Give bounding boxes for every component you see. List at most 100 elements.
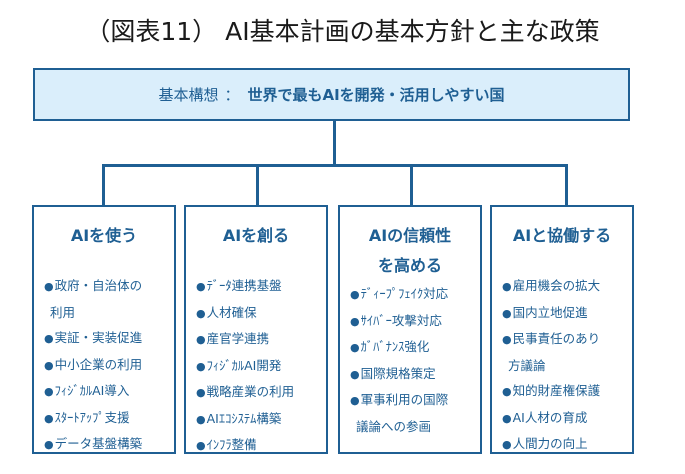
- bullet-icon: ●: [502, 438, 512, 451]
- policy-item-text: 議論への参画: [356, 418, 432, 434]
- policy-item-text: データ基盤構築: [54, 436, 143, 451]
- policy-item-text: ﾃﾞｰﾀ連携基盤: [206, 278, 282, 293]
- policy-item: ●ﾃﾞｰﾀ連携基盤: [196, 273, 326, 300]
- policy-item-text: 実証・実装促進: [54, 330, 143, 345]
- policy-item: ●ﾌｨｼﾞｶﾙAI開発: [196, 353, 326, 380]
- policy-item: ●中小企業の利用: [44, 352, 174, 379]
- policy-item: ●国内立地促進: [502, 300, 632, 327]
- policy-list: ●ﾃﾞｰﾀ連携基盤●人材確保●産官学連携●ﾌｨｼﾞｶﾙAI開発●戦略産業の利用●…: [186, 273, 326, 459]
- figure-title: （図表11） AI基本計画の基本方針と主な政策: [85, 17, 600, 46]
- policy-item: ●AI人材の育成: [502, 405, 632, 432]
- policy-item-text: ﾌｨｼﾞｶﾙAI導入: [54, 383, 130, 398]
- policy-item: ●実証・実装促進: [44, 325, 174, 352]
- bullet-icon: ●: [44, 385, 54, 398]
- column-title-line: AIを使う: [70, 226, 138, 245]
- bullet-icon: ●: [350, 288, 360, 301]
- policy-item: ●データ基盤構築: [44, 431, 174, 458]
- column-title-line: AIを創る: [222, 226, 290, 245]
- policy-item: ●ｲﾝﾌﾗ整備: [196, 432, 326, 459]
- policy-item: ●ｽﾀｰﾄｱｯﾌﾟ支援: [44, 405, 174, 432]
- policy-item: ●知的財産権保護: [502, 378, 632, 405]
- policy-item-text: 政府・自治体の: [54, 278, 143, 293]
- bullet-icon: ●: [502, 333, 512, 346]
- basic-vision-box: 基本構想 ： 世界で最もAIを開発・活用しやすい国: [33, 68, 630, 121]
- policy-item-text: 民事責任のあり: [512, 331, 601, 346]
- policy-item: ●人材確保: [196, 300, 326, 327]
- connector-drop-3: [410, 164, 413, 206]
- bullet-icon: ●: [502, 306, 512, 320]
- policy-item-text: 中小企業の利用: [54, 356, 143, 372]
- column-title: AIを使う: [34, 221, 174, 251]
- policy-trust-ai-box: AIの信頼性を高める●ﾃﾞｨｰﾌﾟﾌｪｲｸ対応●ｻｲﾊﾞｰ攻撃対応●ｶﾞﾊﾞﾅﾝ…: [338, 205, 482, 454]
- policy-item-text: ｲﾝﾌﾗ整備: [206, 437, 257, 452]
- column-title: AIと協働する: [492, 221, 632, 251]
- bullet-icon: ●: [196, 359, 206, 373]
- policy-item-continuation: 議論への参画: [350, 414, 480, 440]
- column-title-line: AIと協働する: [512, 226, 612, 245]
- bullet-icon: ●: [196, 412, 206, 426]
- policy-item-text: 国際規格策定: [360, 365, 436, 381]
- vision-label: 基本構想: [158, 86, 219, 104]
- policy-item-text: ﾃﾞｨｰﾌﾟﾌｪｲｸ対応: [360, 286, 449, 301]
- bullet-icon: ●: [502, 411, 512, 425]
- policy-item-text: 国内立地促進: [512, 304, 588, 320]
- policy-item: ●ﾃﾞｨｰﾌﾟﾌｪｲｸ対応: [350, 281, 480, 308]
- column-title: AIを創る: [186, 221, 326, 251]
- policy-item: ●ｻｲﾊﾞｰ攻撃対応: [350, 308, 480, 335]
- policy-item-text: ｽﾀｰﾄｱｯﾌﾟ支援: [54, 409, 130, 425]
- policy-item-text: 知的財産権保護: [512, 383, 601, 398]
- bullet-icon: ●: [44, 411, 54, 425]
- policy-item-text: AIｴｺｼｽﾃﾑ構築: [206, 410, 282, 426]
- policy-item-text: 軍事利用の国際: [360, 392, 449, 407]
- bullet-icon: ●: [350, 394, 360, 407]
- policy-item: ●民事責任のあり: [502, 326, 632, 353]
- bullet-icon: ●: [196, 306, 206, 320]
- policy-item-text: 利用: [50, 304, 76, 320]
- connector-horizontal: [102, 164, 568, 167]
- policy-item-text: 戦略産業の利用: [206, 384, 295, 399]
- bullet-icon: ●: [196, 439, 206, 452]
- connector-drop-1: [102, 164, 105, 206]
- policy-item-continuation: 方議論: [502, 353, 632, 379]
- column-title-line: AIの信頼性: [368, 226, 452, 245]
- policy-item-text: 方議論: [508, 357, 546, 373]
- bullet-icon: ●: [502, 280, 512, 293]
- connector-drop-2: [256, 164, 259, 206]
- policy-item-text: ｶﾞﾊﾞﾅﾝｽ強化: [360, 339, 430, 354]
- policy-item-text: ﾌｨｼﾞｶﾙAI開発: [206, 357, 282, 373]
- bullet-icon: ●: [350, 367, 360, 381]
- bullet-icon: ●: [196, 386, 206, 399]
- policy-item: ●戦略産業の利用: [196, 379, 326, 406]
- policy-item-text: 雇用機会の拡大: [512, 278, 601, 293]
- policy-item: ●AIｴｺｼｽﾃﾑ構築: [196, 406, 326, 433]
- vision-separator: ：: [224, 86, 240, 104]
- connector-drop-4: [565, 164, 568, 206]
- policy-item-text: 産官学連携: [206, 331, 270, 346]
- policy-item: ●ｶﾞﾊﾞﾅﾝｽ強化: [350, 334, 480, 361]
- policy-item: ●産官学連携: [196, 326, 326, 353]
- policy-item: ●人間力の向上: [502, 431, 632, 458]
- policy-list: ●ﾃﾞｨｰﾌﾟﾌｪｲｸ対応●ｻｲﾊﾞｰ攻撃対応●ｶﾞﾊﾞﾅﾝｽ強化●国際規格策定…: [340, 281, 480, 439]
- policy-item: ●ﾌｨｼﾞｶﾙAI導入: [44, 378, 174, 405]
- policy-item-text: ｻｲﾊﾞｰ攻撃対応: [360, 312, 442, 328]
- bullet-icon: ●: [44, 280, 54, 293]
- policy-item-continuation: 利用: [44, 300, 174, 326]
- bullet-icon: ●: [196, 333, 206, 346]
- policy-list: ●政府・自治体の利用●実証・実装促進●中小企業の利用●ﾌｨｼﾞｶﾙAI導入●ｽﾀ…: [34, 273, 174, 458]
- vision-text: 世界で最もAIを開発・活用しやすい国: [247, 86, 505, 104]
- column-title: AIの信頼性を高める: [340, 221, 480, 281]
- policy-item: ●軍事利用の国際: [350, 387, 480, 414]
- policy-collaborate-ai-box: AIと協働する●雇用機会の拡大●国内立地促進●民事責任のあり方議論●知的財産権保…: [490, 205, 634, 454]
- bullet-icon: ●: [502, 385, 512, 398]
- policy-item: ●国際規格策定: [350, 361, 480, 388]
- bullet-icon: ●: [44, 332, 54, 345]
- policy-item-text: 人間力の向上: [512, 436, 588, 451]
- bullet-icon: ●: [350, 314, 360, 328]
- policy-create-ai-box: AIを創る●ﾃﾞｰﾀ連携基盤●人材確保●産官学連携●ﾌｨｼﾞｶﾙAI開発●戦略産…: [184, 205, 328, 454]
- policy-item-text: 人材確保: [206, 304, 257, 320]
- policy-list: ●雇用機会の拡大●国内立地促進●民事責任のあり方議論●知的財産権保護●AI人材の…: [492, 273, 632, 458]
- bullet-icon: ●: [350, 341, 360, 354]
- policy-item: ●雇用機会の拡大: [502, 273, 632, 300]
- policy-item: ●政府・自治体の: [44, 273, 174, 300]
- bullet-icon: ●: [44, 358, 54, 372]
